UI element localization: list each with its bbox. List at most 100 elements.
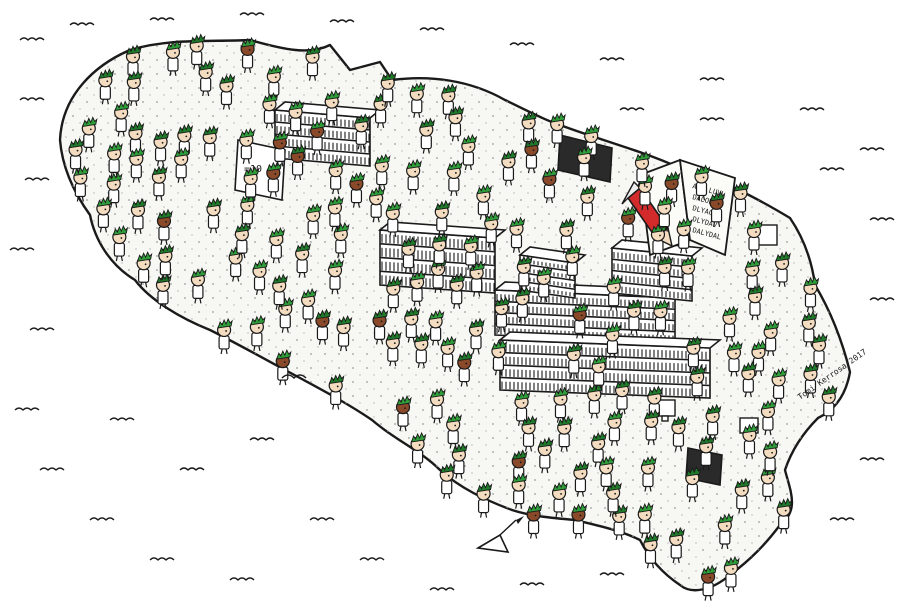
person-figure-icon bbox=[385, 200, 402, 238]
person-figure-icon bbox=[428, 309, 445, 346]
wave-icon bbox=[829, 517, 855, 521]
person-figure-icon bbox=[559, 217, 576, 254]
wave-icon bbox=[429, 587, 455, 591]
person-figure-icon bbox=[374, 153, 391, 190]
wave-icon bbox=[509, 42, 535, 46]
person-figure-icon bbox=[216, 317, 233, 355]
wave-icon bbox=[14, 407, 40, 411]
person-figure-icon bbox=[126, 69, 143, 107]
person-figure-icon bbox=[580, 184, 597, 221]
person-figure-icon bbox=[266, 160, 283, 197]
person-figure-icon bbox=[98, 68, 115, 105]
person-figure-icon bbox=[336, 314, 353, 352]
person-figure-icon bbox=[301, 287, 317, 325]
person-figure-icon bbox=[484, 211, 500, 248]
person-figure-icon bbox=[657, 254, 674, 292]
wave-icon bbox=[9, 247, 35, 251]
person-figure-icon bbox=[156, 208, 173, 245]
wave-icon bbox=[619, 107, 645, 111]
person-figure-icon bbox=[189, 33, 206, 70]
person-figure-icon bbox=[771, 367, 788, 404]
wave-icon bbox=[599, 57, 625, 61]
person-figure-icon bbox=[153, 129, 170, 166]
person-figure-icon bbox=[657, 195, 674, 232]
person-figure-icon bbox=[463, 233, 480, 271]
person-figure-icon bbox=[741, 361, 758, 398]
person-figure-icon bbox=[129, 146, 146, 183]
person-figure-icon bbox=[395, 394, 412, 432]
person-figure-icon bbox=[676, 217, 693, 254]
person-figure-icon bbox=[406, 158, 422, 195]
wave-icon bbox=[69, 22, 95, 26]
person-figure-icon bbox=[461, 133, 478, 171]
person-figure-icon bbox=[409, 270, 426, 307]
sea-waves bbox=[9, 12, 895, 591]
person-figure-icon bbox=[174, 146, 190, 183]
person-figure-icon bbox=[550, 111, 566, 149]
wave-icon bbox=[249, 437, 275, 441]
person-figure-icon bbox=[733, 180, 750, 218]
wave-icon bbox=[149, 17, 175, 21]
person-figure-icon bbox=[803, 275, 820, 312]
person-figure-icon bbox=[811, 332, 828, 369]
wave-icon bbox=[309, 517, 335, 521]
person-figure-icon bbox=[626, 298, 643, 335]
wave-icon bbox=[699, 117, 725, 121]
person-figure-icon bbox=[521, 415, 538, 452]
person-figure-icon bbox=[745, 257, 761, 294]
person-figure-icon bbox=[327, 195, 344, 232]
person-figure-icon bbox=[726, 340, 743, 377]
person-figure-icon bbox=[698, 434, 715, 471]
person-figure-icon bbox=[690, 364, 706, 401]
person-figure-icon bbox=[701, 564, 717, 601]
wave-icon bbox=[799, 107, 825, 111]
wave-icon bbox=[599, 572, 625, 576]
person-figure-icon bbox=[324, 89, 341, 126]
person-figure-icon bbox=[349, 171, 366, 208]
wave-icon bbox=[239, 12, 265, 16]
person-figure-icon bbox=[68, 137, 85, 174]
person-figure-icon bbox=[266, 64, 283, 101]
person-figure-icon bbox=[685, 465, 702, 503]
person-figure-icon bbox=[369, 186, 385, 223]
wave-icon bbox=[519, 582, 545, 586]
person-figure-icon bbox=[524, 137, 541, 174]
person-figure-icon bbox=[571, 502, 588, 539]
person-figure-icon bbox=[354, 113, 370, 150]
wave-icon bbox=[859, 457, 885, 461]
person-figure-icon bbox=[81, 116, 98, 153]
person-figure-icon bbox=[446, 412, 462, 449]
person-figure-icon bbox=[614, 378, 631, 415]
person-figure-icon bbox=[290, 143, 307, 181]
person-figure-icon bbox=[511, 472, 528, 509]
person-figure-icon bbox=[605, 322, 622, 359]
person-figure-icon bbox=[136, 251, 153, 288]
wave-icon bbox=[19, 97, 45, 101]
person-figure-icon bbox=[644, 408, 660, 445]
person-figure-icon bbox=[591, 431, 607, 468]
person-figure-icon bbox=[305, 44, 322, 81]
person-figure-icon bbox=[671, 415, 688, 452]
person-figure-icon bbox=[501, 149, 518, 186]
person-figure-icon bbox=[380, 70, 397, 107]
person-figure-icon bbox=[557, 415, 573, 452]
person-figure-icon bbox=[440, 335, 457, 372]
wave-icon bbox=[329, 19, 355, 23]
person-figure-icon bbox=[776, 497, 793, 534]
person-figure-icon bbox=[414, 331, 431, 368]
person-figure-icon bbox=[249, 314, 266, 351]
person-figure-icon bbox=[640, 455, 657, 492]
wave-icon bbox=[869, 217, 895, 221]
person-figure-icon bbox=[821, 384, 838, 421]
person-figure-icon bbox=[310, 118, 326, 156]
person-figure-icon bbox=[386, 276, 403, 313]
person-figure-icon bbox=[536, 265, 553, 303]
person-figure-icon bbox=[537, 436, 554, 474]
person-figure-icon bbox=[669, 526, 685, 564]
person-figure-icon bbox=[526, 502, 543, 539]
person-figure-icon bbox=[653, 299, 670, 336]
wave-icon bbox=[39, 467, 65, 471]
person-figure-icon bbox=[449, 272, 466, 309]
person-figure-icon bbox=[774, 250, 791, 288]
